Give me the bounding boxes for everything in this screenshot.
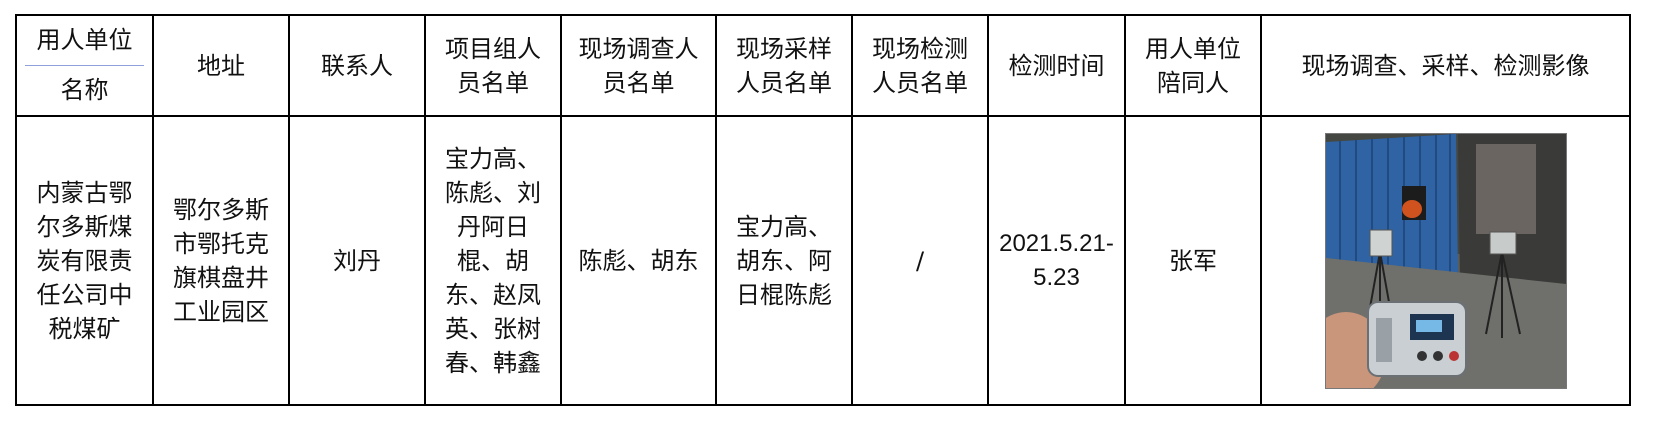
header-images: 现场调查、采样、检测影像 [1260, 14, 1631, 117]
header-address: 地址 [152, 14, 290, 117]
cell-escort: 张军 [1124, 115, 1262, 406]
cell-contact: 刘丹 [288, 115, 426, 406]
survey-record-table: 用人单位 名称 地址 联系人 项目组人员名单 现场调查人员名单 现场采样人员名单… [15, 14, 1631, 406]
cell-project-members: 宝力高、陈彪、刘丹阿日棍、胡东、赵凤英、张树春、韩鑫 [424, 115, 562, 406]
header-sampling-members: 现场采样人员名单 [715, 14, 853, 117]
header-test-time: 检测时间 [987, 14, 1126, 117]
table-row: 内蒙古鄂尔多斯煤炭有限责任公司中税煤矿 鄂尔多斯市鄂托克旗棋盘井工业园区 刘丹 … [15, 115, 1631, 406]
cell-address: 鄂尔多斯市鄂托克旗棋盘井工业园区 [152, 115, 290, 406]
cell-testing-members: / [851, 115, 989, 406]
cell-test-time: 2021.5.21-5.23 [987, 115, 1126, 406]
cell-sampling-members: 宝力高、胡东、阿日棍陈彪 [715, 115, 853, 406]
header-unit-name-bottom: 名称 [60, 76, 109, 104]
cell-unit-name: 内蒙古鄂尔多斯煤炭有限责任公司中税煤矿 [15, 115, 154, 406]
header-row: 用人单位 名称 地址 联系人 项目组人员名单 现场调查人员名单 现场采样人员名单… [15, 14, 1631, 117]
site-photo-image [1324, 132, 1567, 389]
header-contact: 联系人 [288, 14, 426, 117]
header-project-members: 项目组人员名单 [424, 14, 562, 117]
header-unit-name: 用人单位 名称 [15, 14, 154, 117]
cell-images [1260, 115, 1631, 406]
header-survey-members: 现场调查人员名单 [560, 14, 717, 117]
header-unit-name-top: 用人单位 [25, 17, 144, 66]
header-escort: 用人单位陪同人 [1124, 14, 1262, 117]
cell-survey-members: 陈彪、胡东 [560, 115, 717, 406]
header-testing-members: 现场检测人员名单 [851, 14, 989, 117]
